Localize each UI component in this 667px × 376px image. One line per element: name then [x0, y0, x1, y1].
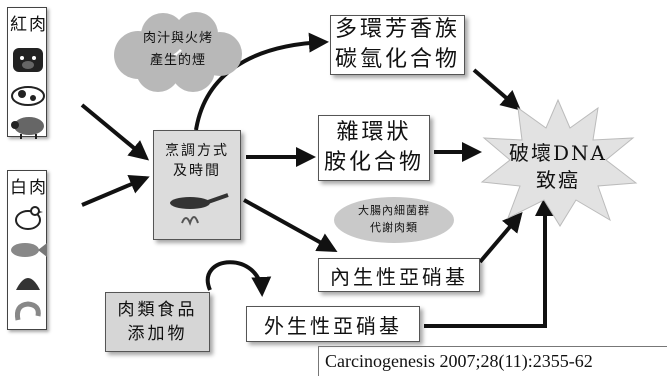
exogenous-nitroso-box: 外生性亞硝基 — [246, 306, 420, 342]
bacteria-line-2: 代謝肉類 — [370, 221, 418, 234]
arrow-pah-to-dna — [472, 68, 522, 111]
pah-line-2: 碳氫化合物 — [334, 47, 460, 72]
bacteria-line-1: 大腸內細菌群 — [358, 204, 430, 217]
pah-box: 多環芳香族 碳氫化合物 — [330, 15, 465, 75]
cow-icon — [11, 86, 45, 106]
pig-icon — [13, 48, 43, 72]
arrow-exo-to-dna — [424, 196, 555, 328]
arrow-redmeat-to-cooking — [80, 103, 150, 161]
arrow-endo-to-dna — [478, 211, 523, 264]
arrow-cooking-to-endo — [243, 198, 338, 252]
cooking-box: 烹調方式 及時間 — [153, 130, 241, 240]
cloud-line-1: 肉汁與火烤 — [142, 31, 213, 46]
bacteria-text: 大腸內細菌群 代謝肉類 — [332, 202, 456, 236]
additives-line-1: 肉類食品 — [117, 300, 198, 320]
dna-line-1: 破壞DNA — [509, 141, 607, 165]
white-meat-label: 白肉 — [10, 178, 48, 198]
citation-box: Carcinogenesis 2007;28(11):2355-62 — [318, 346, 667, 376]
sheep-icon — [11, 117, 44, 139]
frying-pan-icon — [170, 193, 229, 226]
hca-line-1: 雜環狀 — [336, 120, 412, 145]
red-meat-label: 紅肉 — [10, 15, 48, 35]
dna-burst-text: 破壞DNA 致癌 — [478, 140, 638, 194]
exo-label: 外生性亞硝基 — [264, 313, 402, 338]
dna-line-2: 致癌 — [536, 168, 580, 192]
shrimp-icon — [15, 301, 41, 321]
shell-icon — [16, 278, 40, 290]
food-additives-box: 肉類食品 添加物 — [105, 292, 210, 352]
hca-box: 雜環狀 胺化合物 — [318, 115, 430, 181]
bacteria-ellipse — [334, 197, 454, 243]
cooking-line-2: 及時間 — [173, 163, 221, 179]
hca-line-2: 胺化合物 — [323, 150, 424, 175]
arrow-whitemeat-to-cooking — [81, 175, 150, 207]
fish-icon — [11, 243, 47, 257]
arrow-additives-to-exo — [205, 260, 272, 297]
cooking-line-1: 烹調方式 — [165, 143, 229, 159]
endogenous-nitroso-box: 內生性亞硝基 — [318, 258, 480, 292]
smoke-cloud — [114, 12, 242, 92]
additives-line-2: 添加物 — [127, 324, 188, 344]
cloud-line-2: 產生的煙 — [149, 53, 206, 68]
dna-damage-burst — [480, 98, 638, 227]
pah-line-1: 多環芳香族 — [334, 17, 460, 42]
chicken-icon — [15, 206, 43, 230]
cloud-text: 肉汁與火烤 產生的煙 — [120, 28, 236, 72]
citation-text: Carcinogenesis 2007;28(11):2355-62 — [325, 351, 593, 371]
endo-label: 內生性亞硝基 — [330, 264, 468, 289]
